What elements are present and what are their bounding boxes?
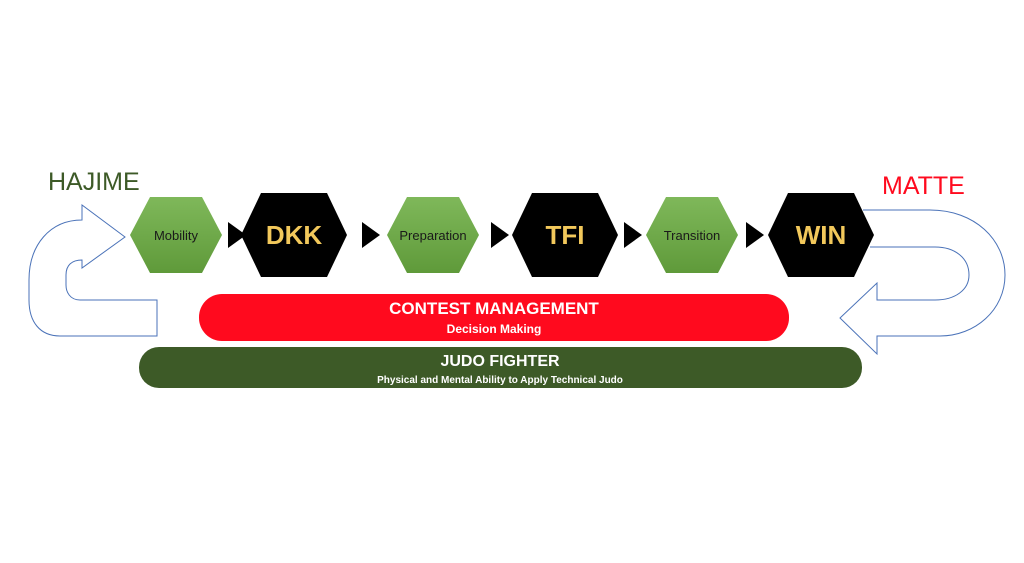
flow-arrow-icon xyxy=(746,222,764,248)
hexagon-preparation xyxy=(387,197,479,273)
flow-arrow-icon xyxy=(491,222,509,248)
hexagon-mobility xyxy=(130,197,222,273)
judo-fighter-title: JUDO FIGHTER xyxy=(440,353,560,370)
flow-arrow-icon xyxy=(362,222,380,248)
step-label: Transition xyxy=(664,228,721,243)
hexagon-win xyxy=(768,193,874,277)
contest-management-title: CONTEST MANAGEMENT xyxy=(389,299,599,318)
flow-arrow-icon xyxy=(624,222,642,248)
step-label: Preparation xyxy=(399,228,466,243)
hexagon-tfi xyxy=(512,193,618,277)
step-label: WIN xyxy=(796,220,847,250)
judo-fighter-bar xyxy=(139,347,862,388)
contest-management-bar xyxy=(199,294,789,341)
return-arrow-right xyxy=(839,209,1006,356)
step-label: DKK xyxy=(266,220,323,250)
judo-fighter-subtitle: Physical and Mental Ability to Apply Tec… xyxy=(377,375,623,386)
hexagon-dkk xyxy=(241,193,347,277)
step-label: Mobility xyxy=(154,228,199,243)
hajime-label: HAJIME xyxy=(48,168,140,196)
hexagon-transition xyxy=(646,197,738,273)
restart-arrow-left xyxy=(28,204,158,337)
flow-arrow-icon xyxy=(228,222,246,248)
matte-label: MATTE xyxy=(882,172,965,200)
step-label: TFI xyxy=(546,220,585,250)
contest-management-subtitle: Decision Making xyxy=(447,322,542,336)
